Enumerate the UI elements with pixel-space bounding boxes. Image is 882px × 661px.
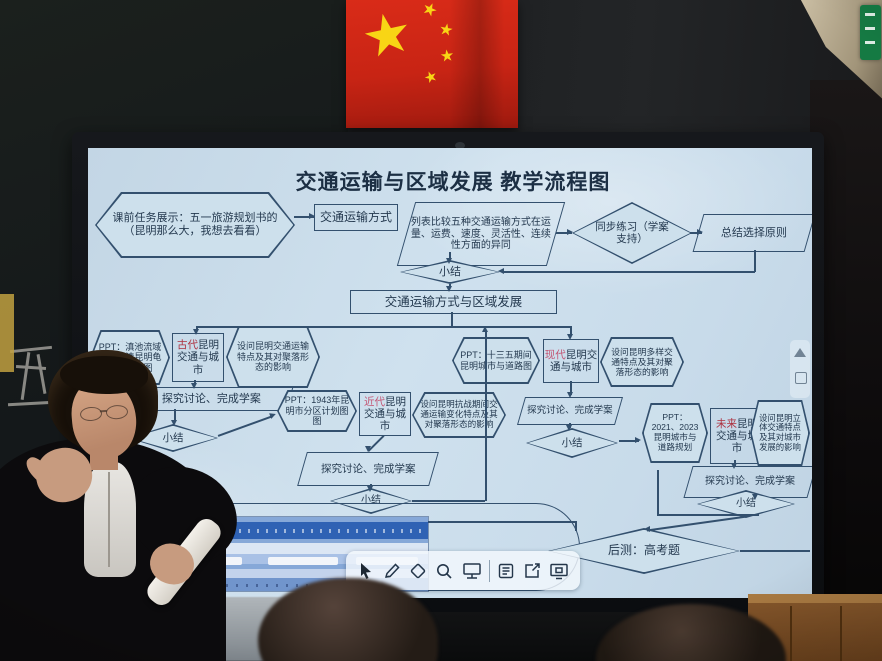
arrowhead [446,258,452,264]
node-pre-task: 课前任务展示：五一旅游规划书的（昆明那么大，我想去看看） [95,192,295,258]
node-transport-mode: 交通运输方式 [314,204,398,231]
connector [754,250,756,272]
node-modern1-ask: 设问昆明抗战期间交通运输变化特点及其对聚落形态的影响 [412,392,506,438]
arrowhead [269,411,277,419]
arrowhead [193,329,199,335]
arrowhead [635,436,641,443]
arrowhead [697,228,703,235]
arrowhead [309,212,315,219]
display-icon[interactable] [548,561,570,581]
arrowhead [731,463,737,469]
connector [556,232,572,234]
connector [449,252,451,260]
arrowhead [567,334,573,340]
arrowhead [365,446,371,452]
whiteboard-camera [455,142,465,149]
node-selection-principle: 总结选择原则 [692,214,812,252]
node-region-development: 交通运输方式与区域发展 [350,290,557,314]
connector [196,326,570,328]
connector [657,470,659,516]
china-flag: ★ ★ ★ ★ ★ [346,0,518,128]
arrowhead [367,486,373,492]
arrowhead [191,383,197,389]
toolbar-divider [488,559,490,582]
node-future-ppt: PPT：2021、2023昆明城市与道路规划 [642,403,708,463]
node-ancient-city: 古代昆明交通与城市 [172,333,224,382]
cursor-icon[interactable] [356,561,376,581]
node-future-ask: 设问昆明立体交通特点及其对城市发展的影响 [750,400,810,466]
search-icon[interactable] [434,561,454,581]
blackboard-yellow-strip [0,294,14,372]
node-modern2-explore: 探究讨论、完成学案 [516,397,624,425]
node-modern2-ppt: PPT：十三五期间昆明城市与道路图 [452,337,540,384]
connector [451,312,453,326]
arrowhead [567,392,573,398]
floating-side-toolbar[interactable] [790,340,810,398]
node-modern1-ppt: PPT：1943年昆明市分区计划图图 [277,390,357,432]
node-modern1-explore: 探究讨论、完成学案 [297,452,439,486]
node-modern2-ask: 设问昆明多样交通特点及其对聚落形态的影响 [600,337,684,387]
connector [217,415,273,437]
panel-icon[interactable] [795,372,807,384]
flowchart-title: 交通运输与区域发展 教学流程图 [295,170,611,194]
arrowhead [498,267,504,274]
connector [504,271,755,273]
collapse-triangle-icon[interactable] [794,348,806,357]
arrowhead [566,425,572,431]
connector [485,330,487,501]
flag-small-star: ★ [439,47,456,66]
node-compare-modes: 列表比较五种交通运输方式在运量、运费、速度、灵活性、连续性方面的异同 [396,202,566,266]
node-ancient-ask: 设问昆明交通运输特点及其对聚落形态的影响 [226,326,320,388]
connector [294,216,314,218]
teacher-hair-fringe [60,356,148,394]
screen-annotate-icon[interactable] [461,561,483,581]
connector [657,514,759,516]
arrowhead [446,286,452,292]
arrowhead [171,420,177,426]
connector [740,550,810,552]
arrowhead [644,526,650,532]
door-sign [860,5,881,60]
export-share-icon[interactable] [522,561,542,581]
eraser-icon[interactable] [408,561,428,581]
connector [646,516,747,532]
arrowhead [752,494,758,500]
connector [570,326,572,336]
whiteboard-apps-icon[interactable] [496,561,516,581]
pen-icon[interactable] [382,561,402,581]
connector [690,232,702,234]
arrowhead [567,228,573,235]
connector [174,409,176,422]
teacher-shirt [84,462,136,577]
connector [575,521,577,531]
node-modern2-summary: 小结 [526,428,618,458]
arrowhead [482,326,488,332]
connector [196,326,198,331]
connector [395,521,575,523]
connector [194,380,196,385]
node-modern2-city: 现代昆明交通与城市 [543,339,599,383]
node-modern1-city: 近代昆明交通与城市 [359,392,411,436]
connector [570,381,572,395]
connector [412,500,485,502]
node-sync-practice: 同步练习（学案支持） [572,202,692,264]
connector [619,440,639,442]
